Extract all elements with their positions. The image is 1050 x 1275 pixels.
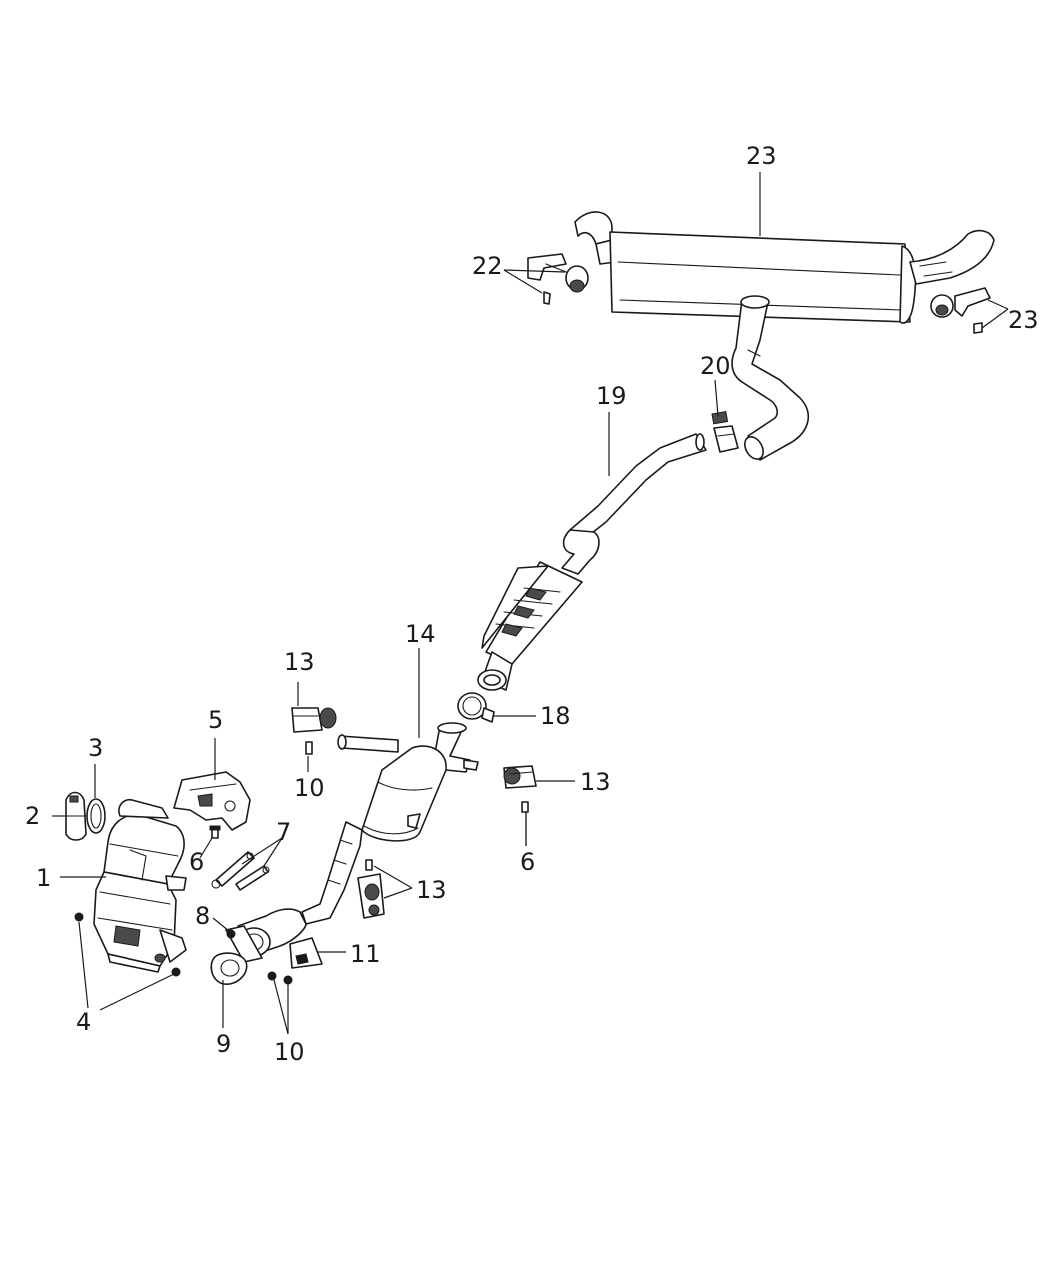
inlet-gasket-ring[interactable] <box>86 798 106 834</box>
upper-exhaust-isolator[interactable] <box>291 707 337 755</box>
lower-exhaust-isolator[interactable] <box>503 765 537 813</box>
flange-gasket[interactable] <box>210 952 248 985</box>
callout-19: 19 <box>596 382 627 410</box>
callout-14: 14 <box>405 620 436 648</box>
callout-9: 9 <box>216 1030 231 1058</box>
callout-11: 11 <box>350 940 381 968</box>
intermediate-pipe-resonator[interactable] <box>477 433 707 691</box>
callout-4: 4 <box>76 1008 91 1036</box>
callout-22: 22 <box>472 252 503 280</box>
callout-23: 23 <box>1008 306 1039 334</box>
callout-2: 2 <box>25 802 40 830</box>
front-pipe-particulate-filter[interactable] <box>225 722 479 963</box>
converter-nuts[interactable] <box>74 912 181 977</box>
callout-3: 3 <box>88 734 103 762</box>
callout-8: 8 <box>195 902 210 930</box>
callout-21: 23 <box>746 142 777 170</box>
callout-6-left: 6 <box>189 848 204 876</box>
callout-1: 1 <box>36 864 51 892</box>
converter-support-rods[interactable] <box>211 851 270 891</box>
right-hanger-bracket[interactable] <box>930 287 991 334</box>
callout-labels: 23 22 23 20 19 14 13 18 10 13 6 13 11 8 … <box>25 142 1039 1066</box>
exhaust-hanger-bracket[interactable] <box>357 859 385 919</box>
seal-ring-clamp[interactable] <box>457 692 495 723</box>
callout-18: 18 <box>540 702 571 730</box>
callout-20: 20 <box>700 352 731 380</box>
muffler-inlet-pipe[interactable] <box>731 295 810 462</box>
callout-13-upper: 13 <box>284 648 315 676</box>
callout-12: 13 <box>416 876 447 904</box>
flange-nuts[interactable] <box>226 929 293 985</box>
converter-support-bracket[interactable] <box>173 771 251 831</box>
callout-5: 5 <box>208 706 223 734</box>
callout-10-upper: 10 <box>294 774 325 802</box>
callout-10-lower: 10 <box>274 1038 305 1066</box>
inlet-clamp[interactable] <box>65 791 87 841</box>
callout-7: 7 <box>276 818 291 846</box>
pipe-clamp[interactable] <box>711 410 739 453</box>
callout-6-right: 6 <box>520 848 535 876</box>
bracket-bolt-left[interactable] <box>209 825 221 839</box>
callout-13-lower: 13 <box>580 768 611 796</box>
leader-lines <box>52 172 1009 1035</box>
left-hanger-bracket[interactable] <box>527 253 589 305</box>
catalytic-converter[interactable] <box>93 798 187 973</box>
rear-muffler[interactable] <box>574 211 995 324</box>
support-bracket[interactable] <box>289 937 323 969</box>
